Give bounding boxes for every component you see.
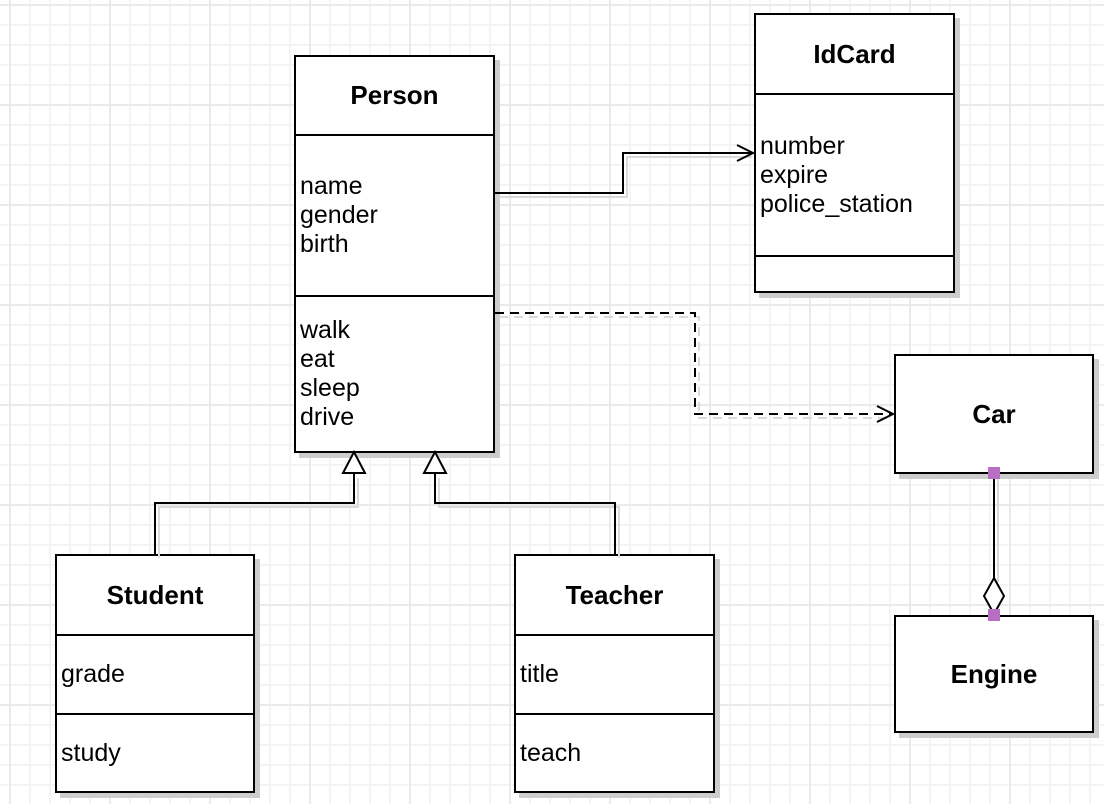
shadow bbox=[158, 478, 359, 558]
connector-dependency-person-car[interactable] bbox=[495, 312, 896, 423]
class-idcard-attributes: number expire police_station bbox=[756, 93, 953, 255]
method: eat bbox=[300, 345, 335, 373]
class-car-header: Car bbox=[896, 356, 1092, 472]
attribute: title bbox=[520, 660, 559, 688]
dependency-line bbox=[495, 312, 891, 415]
attribute: grade bbox=[61, 660, 125, 688]
class-teacher-title: Teacher bbox=[565, 579, 664, 610]
generalization-line bbox=[434, 474, 616, 554]
method: walk bbox=[300, 316, 351, 344]
class-student-methods: study bbox=[57, 713, 253, 791]
attribute: number bbox=[760, 131, 845, 160]
class-teacher[interactable]: Teacher title teach bbox=[514, 554, 715, 793]
hollow-triangle-icon bbox=[341, 449, 367, 474]
class-person-header: Person bbox=[296, 57, 493, 134]
shadow bbox=[499, 156, 752, 198]
class-idcard-title: IdCard bbox=[813, 38, 896, 69]
class-person-title: Person bbox=[350, 80, 439, 110]
class-teacher-methods: teach bbox=[516, 713, 713, 791]
class-student-title: Student bbox=[106, 579, 204, 610]
shadow bbox=[499, 316, 892, 419]
attribute: name bbox=[300, 172, 363, 200]
attribute: expire bbox=[760, 160, 829, 189]
connector-association-person-idcard[interactable] bbox=[495, 144, 756, 194]
class-teacher-attributes: title bbox=[516, 634, 713, 713]
open-arrowhead-icon bbox=[876, 405, 896, 423]
generalization-line bbox=[154, 474, 355, 554]
open-arrowhead-icon bbox=[736, 144, 756, 162]
class-student-header: Student bbox=[57, 556, 253, 634]
connector-aggregation-car-engine[interactable] bbox=[982, 467, 1006, 621]
class-student[interactable]: Student grade study bbox=[55, 554, 255, 793]
connector-generalization-teacher-person[interactable] bbox=[422, 449, 616, 554]
class-person-methods: walk eat sleep drive bbox=[296, 295, 493, 451]
hollow-triangle-icon bbox=[422, 449, 448, 474]
attribute: police_station bbox=[760, 189, 913, 218]
class-engine[interactable]: Engine bbox=[894, 615, 1094, 733]
method: drive bbox=[300, 403, 355, 431]
class-student-attributes: grade bbox=[57, 634, 253, 713]
method: sleep bbox=[300, 374, 360, 402]
class-person-attributes: name gender birth bbox=[296, 134, 493, 295]
hollow-diamond-icon bbox=[982, 575, 1006, 617]
class-car[interactable]: Car bbox=[894, 354, 1094, 474]
class-car-title: Car bbox=[972, 398, 1016, 429]
attribute: gender bbox=[300, 201, 378, 229]
class-engine-header: Engine bbox=[896, 617, 1092, 731]
class-engine-title: Engine bbox=[950, 658, 1038, 689]
connector-generalization-student-person[interactable] bbox=[154, 449, 367, 554]
method: teach bbox=[520, 738, 582, 767]
attribute: birth bbox=[300, 230, 349, 258]
association-line bbox=[495, 152, 751, 194]
class-teacher-header: Teacher bbox=[516, 556, 713, 634]
method: study bbox=[61, 738, 121, 767]
class-person[interactable]: Person name gender birth walk eat sleep … bbox=[294, 55, 495, 453]
class-idcard-header: IdCard bbox=[756, 15, 953, 93]
class-idcard[interactable]: IdCard number expire police_station bbox=[754, 13, 955, 293]
class-idcard-methods bbox=[756, 255, 953, 291]
shadow bbox=[438, 478, 620, 558]
